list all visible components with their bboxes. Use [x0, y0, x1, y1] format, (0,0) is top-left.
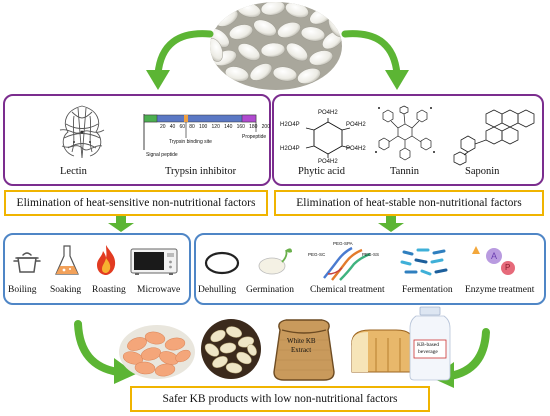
pot-icon [13, 252, 41, 273]
enzyme-letter-a: A [491, 251, 498, 261]
flask-icon [55, 245, 79, 275]
sack-label-line1: White KB [287, 337, 316, 345]
peg-sc-label: PEG-SC [308, 252, 326, 257]
bacteria-icon [400, 248, 448, 276]
enzyme-icon [472, 246, 515, 275]
dehulling-label: Dehulling [198, 285, 236, 295]
signal-peptide-label: Signal peptide [146, 152, 178, 158]
tannin-label: Tannin [390, 166, 420, 177]
chemical-treatment-label: Chemical treatment [310, 285, 385, 295]
beverage-bottle-icon [409, 306, 451, 381]
white-beans-photo [210, 2, 342, 90]
fire-icon [97, 245, 116, 275]
heat-sensitive-factors-panel [3, 94, 271, 186]
enzyme-treatment-label: Enzyme treatment [465, 285, 535, 295]
germination-label: Germination [246, 285, 295, 295]
bean [237, 43, 261, 61]
tick-label: 60 [179, 124, 186, 130]
bean [297, 67, 321, 85]
bean [229, 24, 253, 40]
heat-stable-elimination-banner: Elimination of heat-stable non-nutrition… [274, 190, 544, 216]
phytic-label-right-lower: PO4H2 [346, 146, 366, 152]
extract-sack-icon [273, 319, 335, 381]
tick-label: 20 [160, 124, 166, 130]
down-arrow-left [108, 216, 134, 232]
peg-spa-label: PEG-SPA [333, 241, 353, 246]
bean [249, 63, 273, 81]
phytic-acid-label: Phytic acid [298, 166, 345, 177]
tannin-structure-icon [375, 105, 435, 161]
arrow-to-products-left [74, 320, 136, 384]
tick-label: 100 [199, 124, 208, 130]
tick-label: 200 [261, 124, 270, 130]
boiling-label: Boiling [8, 285, 37, 295]
roasting-label: Roasting [92, 285, 126, 295]
stable-methods-panel [194, 233, 546, 305]
bean [309, 50, 333, 66]
phytic-label-right-upper: PO4H2 [346, 122, 366, 128]
arrow-to-right-panel [341, 30, 409, 90]
tick-label: 160 [236, 124, 245, 130]
seed-ring-icon [204, 251, 240, 275]
saponin-label: Saponin [465, 166, 500, 177]
bean [260, 2, 286, 16]
bean [260, 42, 286, 58]
peg-polymer-icon [323, 246, 371, 281]
microwave-icon [130, 248, 178, 275]
heat-sensitive-elimination-banner: Elimination of heat-sensitive non-nutrit… [4, 190, 268, 216]
peg-ss-label: PEG-SS [362, 252, 380, 257]
tick-label: 180 [249, 124, 258, 130]
fermentation-label: Fermentation [402, 285, 453, 295]
sprouting-seed-icon [258, 248, 292, 275]
trypsin-inhibitor-diagram-icon [143, 114, 257, 150]
enzyme-letter-p: P [505, 263, 511, 272]
tick-label: 140 [224, 124, 233, 130]
lectin-label: Lectin [60, 166, 87, 177]
tick-label: 40 [169, 124, 176, 130]
propeptide-label: Propeptide [242, 134, 267, 140]
trypsin-binding-site-label: Trypsin binding site [169, 139, 212, 145]
arrow-to-left-panel [146, 30, 214, 90]
bread-icon [351, 329, 414, 373]
bean [277, 21, 301, 39]
bean [286, 42, 308, 62]
lectin-structure-icon [59, 105, 105, 159]
phytic-label-top: PO4H2 [318, 110, 338, 116]
saponin-structure-icon [453, 109, 535, 166]
phytic-label-bottom: PO4H2 [318, 159, 338, 165]
raw-beans-icon [201, 319, 261, 379]
tick-label: 80 [189, 124, 195, 130]
trypsin-tick-labels: 20 40 60 80 100 120 140 160 180 200 [160, 124, 270, 130]
bottle-label-line2: beverage [418, 349, 438, 355]
microwave-label: Microwave [137, 285, 181, 295]
safer-products-banner: Safer KB products with low non-nutrition… [130, 386, 430, 412]
boiled-beans-icon [119, 325, 195, 379]
trypsin-inhibitor-label: Trypsin inhibitor [165, 166, 237, 177]
phytic-label-left-upper: H2O4P [280, 122, 300, 128]
bean [272, 66, 298, 82]
sack-label-line2: Extract [291, 346, 312, 354]
soaking-label: Soaking [50, 285, 82, 295]
down-arrow-right [378, 216, 404, 232]
bean [300, 26, 326, 42]
phytic-acid-structure-icon [305, 118, 351, 158]
phytic-label-left-lower: H2O4P [280, 146, 300, 152]
tick-label: 120 [211, 124, 220, 130]
bottle-label-line1: KB-based [417, 342, 439, 348]
bean [253, 19, 277, 37]
